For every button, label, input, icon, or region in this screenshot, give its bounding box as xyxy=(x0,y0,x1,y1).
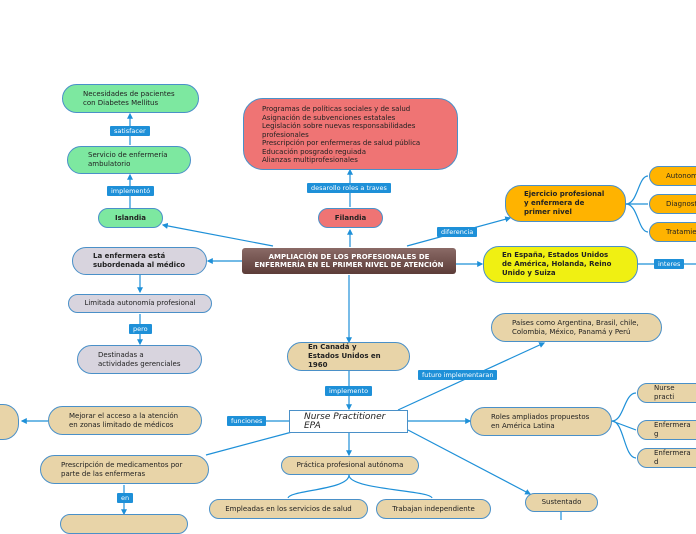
label-futuro: futuro implementaran xyxy=(418,370,498,380)
label-en: en xyxy=(117,493,134,503)
node-subordenada[interactable]: La enfermera está subordenada al médico xyxy=(72,247,207,275)
policy-item: Prescripción por enfermeras de salud púb… xyxy=(262,139,421,147)
label-implementado: implemento xyxy=(325,386,373,396)
node-limitada-autonomia[interactable]: Limitada autonomía profesional xyxy=(68,294,212,313)
node-empleadas-servicios[interactable]: Empleadas en los servicios de salud xyxy=(209,499,368,519)
policy-item: Programas de políticas sociales y de sal… xyxy=(262,105,411,113)
node-practica-autonoma[interactable]: Práctica profesional autónoma xyxy=(281,456,419,475)
label-implemento: implementó xyxy=(107,186,155,196)
node-canada-eeuu[interactable]: En Canadá y Estados Unidos en 1960 xyxy=(287,342,410,371)
node-enfermera-g[interactable]: Enfermera g xyxy=(637,420,696,440)
label-satisfacer: satisfacer xyxy=(110,126,150,136)
node-servicio-ambulatorio[interactable]: Servicio de enfermería ambulatorio xyxy=(67,146,191,174)
node-paises-latam[interactable]: Países como Argentina, Brasil, chile, Co… xyxy=(491,313,662,342)
node-enfermera-d[interactable]: Enfermera d xyxy=(637,448,696,468)
node-offscreen-bottom[interactable] xyxy=(60,514,188,534)
node-destinadas-gerenciales[interactable]: Destinadas a actividades gerenciales xyxy=(77,345,202,374)
node-espana-paises[interactable]: En España, Estados Unidos de América, Ho… xyxy=(483,246,638,283)
node-trabajan-independiente[interactable]: Trabajan independiente xyxy=(376,499,491,519)
node-nurse-practitioner[interactable]: Nurse Practitioner EPA xyxy=(289,410,408,433)
node-mejorar-acceso[interactable]: Mejorar el acceso a la atención en zonas… xyxy=(48,406,202,435)
node-diagnostico[interactable]: Diagnost xyxy=(649,194,696,214)
node-sustentado[interactable]: Sustentado xyxy=(525,493,598,512)
node-necesidades-diabetes[interactable]: Necesidades de pacientes con Diabetes Me… xyxy=(62,84,199,113)
node-ejercicio-profesional[interactable]: Ejercicio profesional y enfermera de pri… xyxy=(505,185,626,222)
node-autonomia[interactable]: Autonom xyxy=(649,166,696,186)
label-pero: pero xyxy=(129,324,152,334)
label-funciones: funciones xyxy=(227,416,267,426)
node-tratamiento[interactable]: Tratamien xyxy=(649,222,696,242)
node-prescripcion[interactable]: Prescripción de medicamentos por parte d… xyxy=(40,455,209,484)
root-topic[interactable]: AMPLIACIÓN DE LOS PROFESIONALES DE ENFER… xyxy=(242,248,456,274)
node-nurse-practi[interactable]: Nurse practi xyxy=(637,383,696,403)
label-desarrollo: desarollo roles a traves xyxy=(307,183,391,193)
policy-item: Educación posgrado reguiada xyxy=(262,147,366,156)
label-diferencia: diferencia xyxy=(437,227,478,237)
policy-item: Alianzas multiprofesionales xyxy=(262,156,358,164)
node-roles-ampliados[interactable]: Roles ampliados propuestos en América La… xyxy=(470,407,612,436)
node-policy-list[interactable]: Programas de políticas sociales y de sal… xyxy=(243,98,458,170)
policy-item: Legislación sobre nuevas responsabilidad… xyxy=(262,122,416,139)
node-islandia[interactable]: Islandia xyxy=(98,208,163,228)
policy-item: Asignación de subvenciones estatales xyxy=(262,113,396,122)
node-finlandia[interactable]: Filandia xyxy=(318,208,383,228)
label-intereses: interes xyxy=(654,259,685,269)
